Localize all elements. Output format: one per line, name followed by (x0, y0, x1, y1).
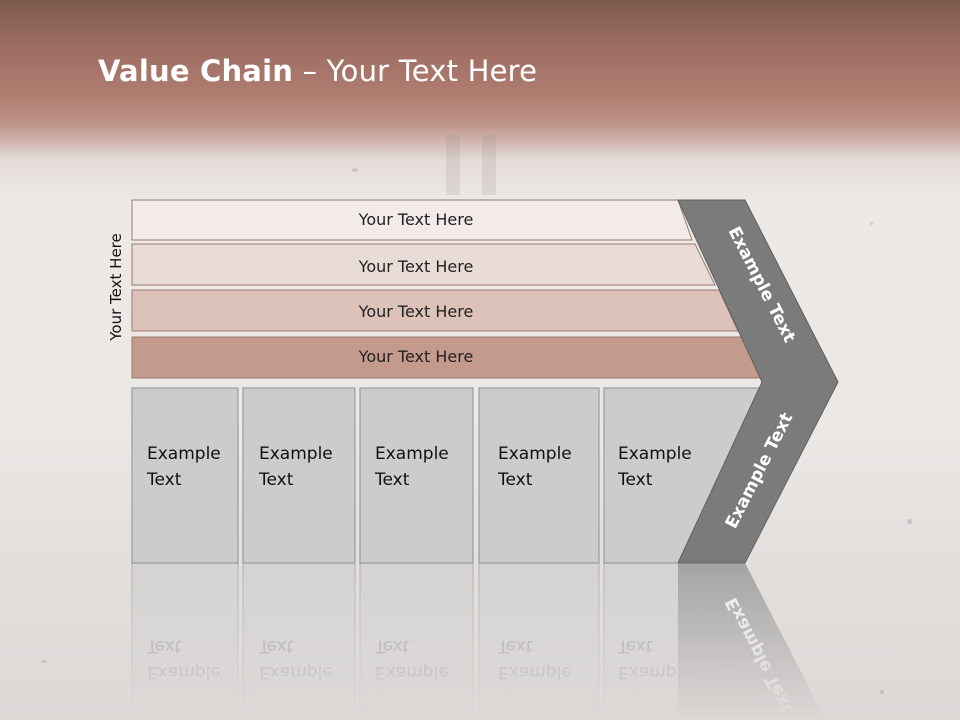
reflection-box-4-line1: Example (498, 662, 572, 682)
reflection-box-3-line1: Example (375, 662, 449, 682)
band-2-label: Your Text Here (358, 257, 474, 276)
example-box-4-line2: Text (497, 470, 533, 490)
background-speck (880, 690, 884, 694)
reflection-box-2-line2: Text (258, 636, 294, 656)
reflection-box-4 (478, 562, 600, 720)
example-box-1-line2: Text (146, 470, 182, 490)
background-figure-shadow (446, 135, 460, 195)
reflection: Example Text Example Text Example Text E… (131, 562, 826, 720)
reflection-box-5-line1: Example (618, 662, 692, 682)
reflection-box-1-line2: Text (146, 636, 182, 656)
title-bold: Value Chain (98, 54, 294, 88)
band-1-label: Your Text Here (358, 210, 474, 229)
example-box-1 (131, 387, 239, 564)
example-box-3-line2: Text (374, 470, 410, 490)
reflection-box-3 (359, 562, 474, 720)
example-box-4-line1: Example (498, 444, 572, 464)
page-title: Value Chain – Your Text Here (98, 54, 537, 88)
band-4-label: Your Text Here (358, 347, 474, 366)
bands-group: Your Text Here Your Text Here Your Text … (131, 199, 763, 379)
background-speck (42, 660, 46, 663)
background-speck (907, 519, 912, 524)
title-rest: – Your Text Here (293, 54, 538, 88)
example-box-4 (478, 387, 600, 564)
band-2 (131, 243, 716, 286)
background-figure-shadow (482, 135, 496, 195)
example-box-3 (359, 387, 474, 564)
band-1 (131, 199, 693, 241)
reflection-box-2-line1: Example (259, 662, 333, 682)
boxes-group: Example Text Example Text Example Text E… (131, 387, 761, 564)
background-speck (352, 168, 358, 172)
example-box-2-line2: Text (258, 470, 294, 490)
reflection-box-1-line1: Example (147, 662, 221, 682)
reflection-box-3-line2: Text (374, 636, 410, 656)
example-box-2-line1: Example (259, 444, 333, 464)
reflection-chevron-lower (678, 563, 826, 720)
background-speck (870, 222, 873, 225)
example-box-1-line1: Example (147, 444, 221, 464)
band-3-label: Your Text Here (358, 302, 474, 321)
reflection-box-1 (131, 562, 239, 720)
example-box-5-line1: Example (618, 444, 692, 464)
reflection-box-4-line2: Text (497, 636, 533, 656)
example-box-5-line2: Text (617, 470, 653, 490)
reflection-box-5-line2: Text (617, 636, 653, 656)
reflection-box-2 (242, 562, 356, 720)
example-box-3-line1: Example (375, 444, 449, 464)
